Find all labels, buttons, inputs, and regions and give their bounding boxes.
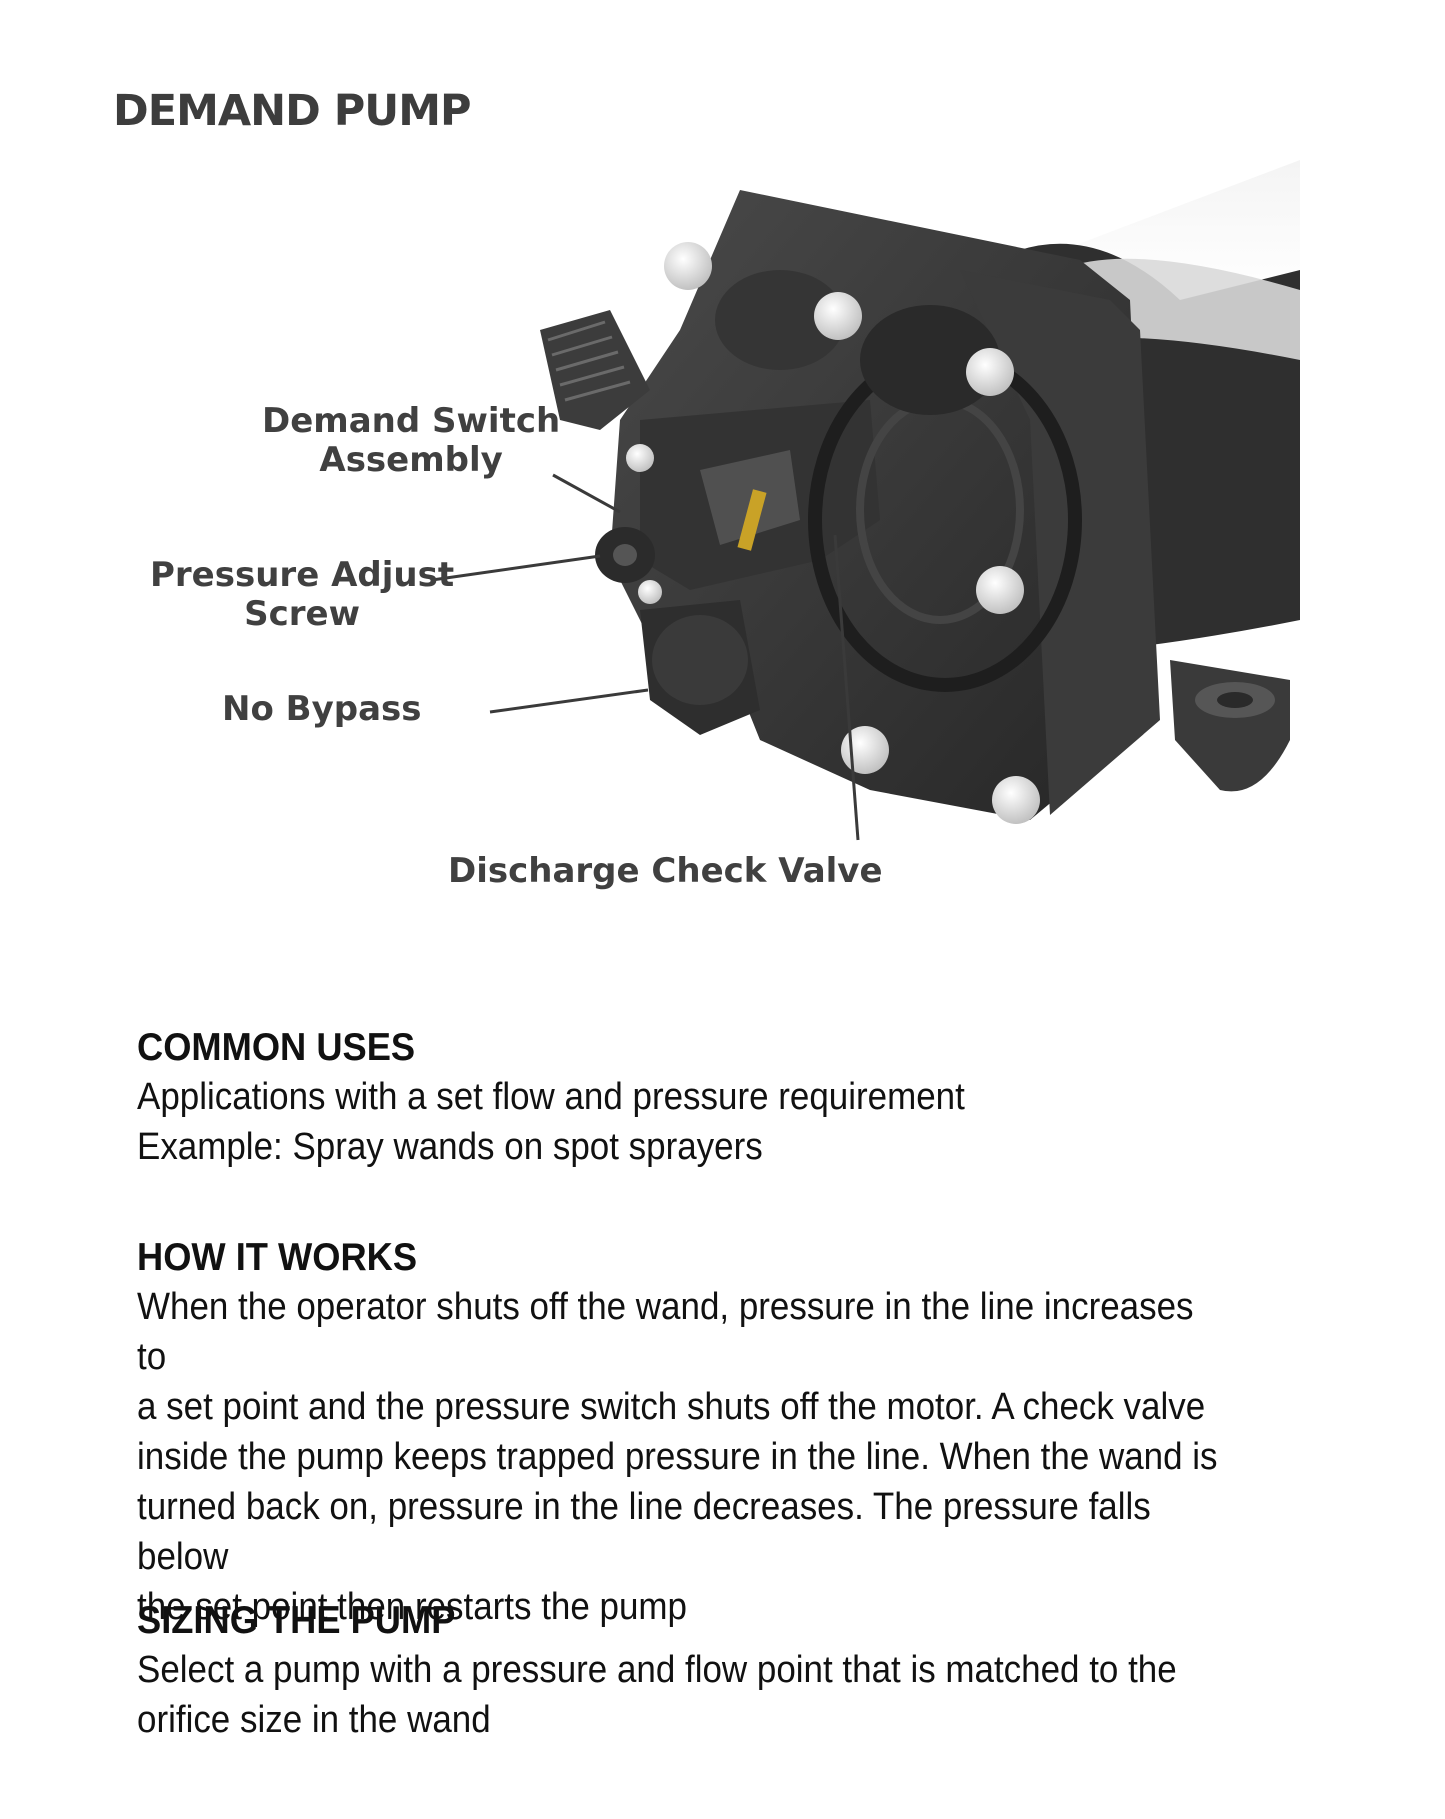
- section-line: inside the pump keeps trapped pressure i…: [137, 1436, 1218, 1478]
- section-line: Select a pump with a pressure and flow p…: [137, 1649, 1177, 1691]
- section-heading: HOW IT WORKS: [137, 1236, 418, 1279]
- section-heading: SIZING THE PUMP: [137, 1599, 456, 1642]
- section-line: Applications with a set flow and pressur…: [137, 1076, 965, 1118]
- page-title: DEMAND PUMP: [113, 86, 472, 136]
- label-discharge-check-valve: Discharge Check Valve: [448, 851, 883, 891]
- section-line: turned back on, pressure in the line dec…: [137, 1486, 1151, 1578]
- mounting-foot: [1170, 660, 1290, 792]
- leader-lines: [431, 473, 860, 841]
- section-sizing-the-pump: SIZING THE PUMP Select a pump with a pre…: [137, 1597, 1327, 1745]
- label-demand-switch-assembly: Demand Switch Assembly: [262, 401, 561, 480]
- label-no-bypass: No Bypass: [222, 689, 422, 729]
- section-line: When the operator shuts off the wand, pr…: [137, 1286, 1194, 1378]
- pump-diagram: [431, 160, 1300, 841]
- section-heading: COMMON USES: [137, 1026, 416, 1069]
- section-line: a set point and the pressure switch shut…: [137, 1386, 1206, 1428]
- spring: [737, 489, 767, 551]
- section-line: orifice size in the wand: [137, 1699, 491, 1741]
- section-common-uses: COMMON USES Applications with a set flow…: [137, 1024, 1327, 1172]
- screws: [626, 242, 1040, 824]
- pump-illustration: [540, 160, 1300, 824]
- section-line: Example: Spray wands on spot sprayers: [137, 1126, 763, 1168]
- section-how-it-works: HOW IT WORKS When the operator shuts off…: [137, 1234, 1327, 1632]
- section-line: the set point then restarts the pump: [137, 1586, 687, 1628]
- label-pressure-adjust-screw: Pressure Adjust Screw: [150, 555, 455, 634]
